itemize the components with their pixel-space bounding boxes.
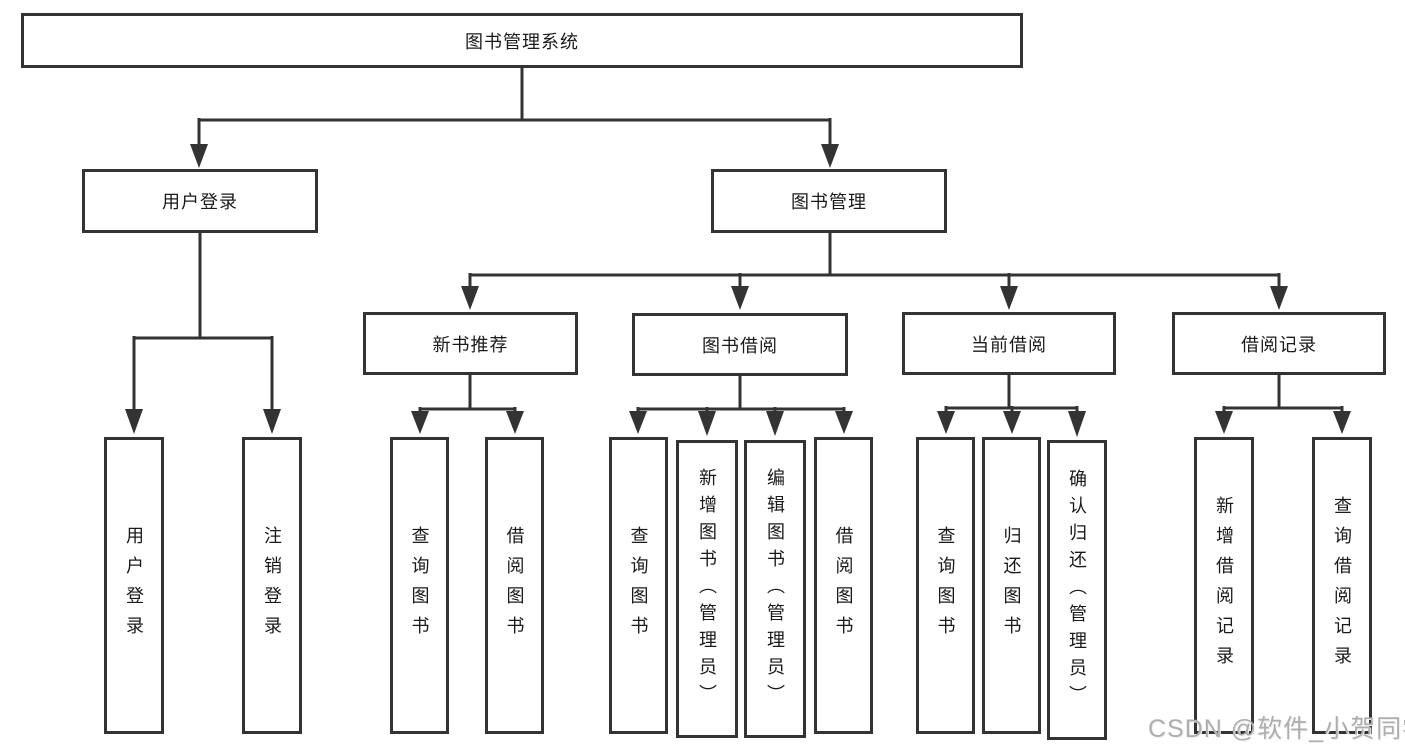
node-label: 图书借阅 (702, 335, 778, 356)
leaf-label: 归还图书 (1001, 525, 1022, 646)
connector-user-login-to-children (125, 233, 281, 434)
leaf-confirm-return-admin: 确认归还（管理员） (1047, 440, 1107, 740)
node-label: 图书管理 (791, 192, 867, 212)
leaf-label: 查询图书 (628, 525, 649, 646)
leaf-label: 新增图书（管理员） (697, 467, 717, 711)
leaf-query-books-recommend: 查询图书 (390, 437, 449, 734)
leaf-query-borrow-record: 查询借阅记录 (1312, 437, 1372, 734)
leaf-return-books: 归还图书 (982, 437, 1041, 734)
leaf-label: 查询图书 (409, 525, 430, 646)
leaf-label: 注销登录 (262, 525, 282, 646)
node-label: 新书推荐 (432, 334, 509, 355)
leaf-label: 编辑图书（管理员） (765, 467, 785, 711)
connector-borrowing-to-children (629, 376, 853, 436)
node-label: 借阅记录 (1241, 334, 1317, 355)
node-new-book-recommend: 新书推荐 (363, 312, 578, 375)
leaf-query-books-current: 查询图书 (916, 437, 975, 734)
node-label: 用户登录 (162, 192, 238, 212)
leaf-label: 借阅图书 (504, 525, 525, 646)
connector-current-to-children (937, 375, 1086, 437)
node-label: 当前借阅 (971, 334, 1047, 355)
leaf-logout: 注销登录 (242, 437, 302, 734)
node-user-login: 用户登录 (82, 169, 318, 233)
connector-records-to-children (1215, 375, 1351, 434)
leaf-label: 查询图书 (935, 525, 956, 646)
leaf-edit-books-admin: 编辑图书（管理员） (744, 440, 806, 738)
leaf-query-books-borrow: 查询图书 (609, 437, 668, 734)
leaf-add-borrow-record: 新增借阅记录 (1194, 437, 1254, 734)
node-book-borrow: 图书借阅 (632, 313, 848, 376)
connector-book-management-to-level3 (461, 233, 1288, 310)
leaf-add-books-admin: 新增图书（管理员） (676, 440, 738, 738)
csdn-watermark: CSDN @软件_小贺同学 (1148, 715, 1405, 743)
node-root-book-management-system: 图书管理系统 (21, 13, 1023, 68)
leaf-user-login: 用户登录 (104, 437, 164, 734)
leaf-label: 确认归还（管理员） (1067, 468, 1087, 712)
node-label: 图书管理系统 (465, 31, 579, 52)
connector-root-to-level2 (190, 68, 839, 168)
node-borrow-records: 借阅记录 (1172, 312, 1386, 375)
leaf-borrow-books-recommend: 借阅图书 (485, 437, 544, 734)
node-book-management: 图书管理 (711, 169, 947, 233)
node-current-borrow: 当前借阅 (902, 312, 1116, 375)
leaf-label: 用户登录 (124, 525, 144, 646)
leaf-label: 借阅图书 (833, 525, 854, 646)
leaf-label: 新增借阅记录 (1214, 495, 1234, 676)
leaf-label: 查询借阅记录 (1332, 495, 1352, 676)
connector-new-books-to-children (411, 375, 524, 434)
leaf-borrow-books: 借阅图书 (814, 437, 873, 734)
